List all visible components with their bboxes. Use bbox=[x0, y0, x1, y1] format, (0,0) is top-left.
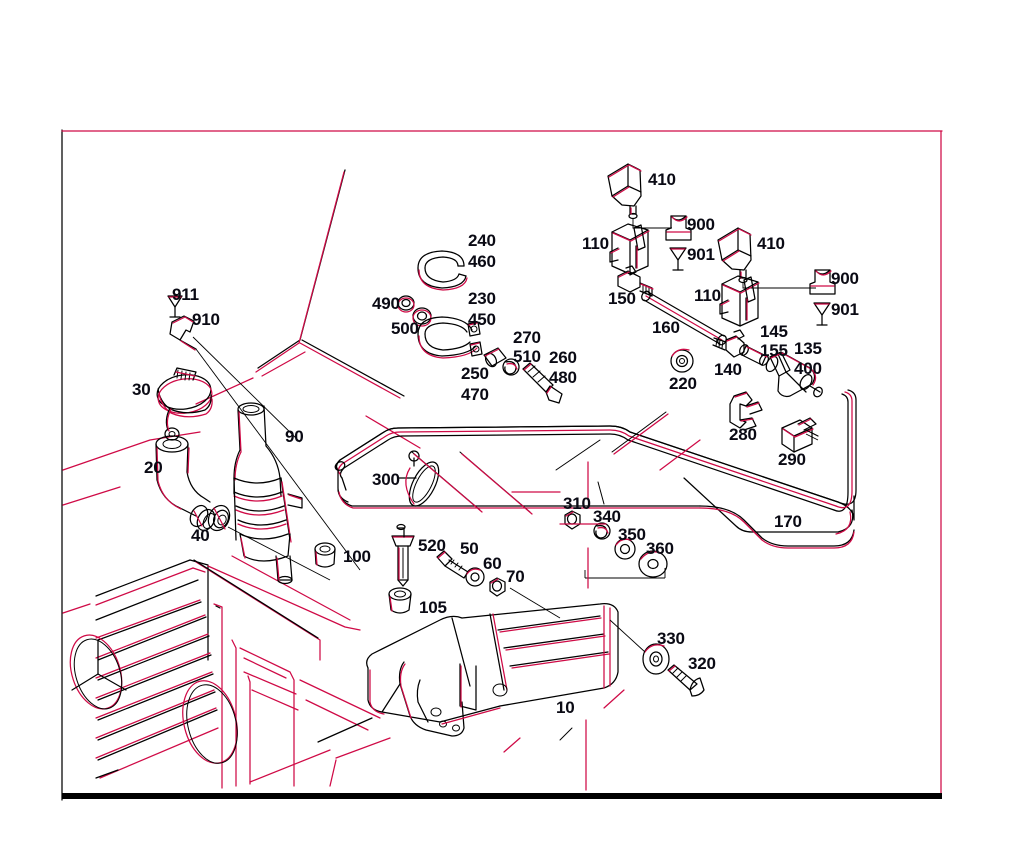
part-250-470-spacer-sleeve bbox=[483, 347, 507, 368]
part-150-t-connector bbox=[617, 265, 654, 297]
callout-label-500: 500 bbox=[391, 319, 419, 338]
callout-label-330: 330 bbox=[657, 629, 685, 648]
part-320-screw bbox=[667, 664, 705, 697]
part-340-lock-washer bbox=[593, 522, 611, 540]
part-300-gasket-loop bbox=[397, 450, 440, 507]
body-panel-creases bbox=[411, 411, 701, 753]
callout-label-105: 105 bbox=[419, 598, 447, 617]
callout-label-150: 150 bbox=[608, 289, 636, 308]
callout-label-450: 450 bbox=[468, 310, 496, 329]
part-410-spray-nozzle-b bbox=[717, 227, 752, 284]
part-240-460-hose-clamp bbox=[417, 250, 468, 291]
callout-label-520: 520 bbox=[418, 536, 446, 555]
callout-label-20: 20 bbox=[144, 458, 163, 477]
part-900-grommet-cap-a bbox=[665, 215, 692, 241]
callout-label-90: 90 bbox=[285, 427, 304, 446]
callout-label-900-b: 900 bbox=[831, 269, 859, 288]
part-280-bracket-clip bbox=[729, 391, 763, 431]
callout-label-110-a: 110 bbox=[582, 234, 609, 253]
callout-label-230: 230 bbox=[468, 289, 496, 308]
part-360-large-washer bbox=[638, 550, 668, 578]
vehicle-body-outline bbox=[62, 169, 421, 789]
callout-label-350: 350 bbox=[618, 525, 646, 544]
part-410-spray-nozzle-a bbox=[607, 163, 642, 220]
callout-label-340: 340 bbox=[593, 507, 621, 526]
callout-label-60: 60 bbox=[483, 554, 502, 573]
part-110-connector-block-a bbox=[609, 223, 650, 275]
part-900-grommet-cap-b bbox=[809, 269, 836, 295]
callout-label-160: 160 bbox=[652, 318, 680, 337]
part-350-washer bbox=[614, 538, 636, 560]
part-230-450-hose-clamp bbox=[417, 316, 483, 359]
callout-label-70: 70 bbox=[506, 567, 525, 586]
part-170-long-hose bbox=[334, 389, 857, 535]
callout-label-901-a: 901 bbox=[687, 245, 715, 264]
callout-label-901-b: 901 bbox=[831, 300, 859, 319]
part-145-155-sleeve bbox=[739, 344, 769, 366]
callout-label-410-a: 410 bbox=[648, 170, 676, 189]
callout-label-360: 360 bbox=[646, 539, 674, 558]
callout-label-900-a: 900 bbox=[687, 215, 715, 234]
callout-label-300: 300 bbox=[372, 470, 400, 489]
part-110-connector-block-b bbox=[719, 275, 760, 327]
callout-label-290: 290 bbox=[778, 450, 806, 469]
part-910-connector bbox=[169, 315, 197, 351]
part-911-valve bbox=[167, 295, 183, 318]
callout-label-460: 460 bbox=[468, 252, 496, 271]
part-330-washer-grommet bbox=[642, 643, 670, 675]
part-30-filler-cap bbox=[156, 367, 213, 441]
callout-label-170: 170 bbox=[774, 512, 802, 531]
part-490-washer bbox=[397, 295, 415, 313]
callout-label-400: 400 bbox=[794, 359, 822, 378]
callout-label-270: 270 bbox=[513, 328, 541, 347]
callout-label-40: 40 bbox=[191, 526, 210, 545]
callout-label-50: 50 bbox=[460, 539, 479, 558]
callout-label-490: 490 bbox=[372, 294, 400, 313]
part-520-mounting-bolt bbox=[391, 523, 415, 587]
part-70-nut bbox=[489, 577, 506, 597]
callout-label-910: 910 bbox=[192, 310, 220, 329]
callout-label-480: 480 bbox=[549, 368, 577, 387]
part-160-hose-pipe bbox=[641, 290, 727, 346]
part-100-grommet bbox=[314, 542, 336, 568]
callout-label-220: 220 bbox=[669, 374, 697, 393]
callout-label-410-b: 410 bbox=[757, 234, 785, 253]
callout-label-310: 310 bbox=[563, 494, 591, 513]
callout-label-110-b: 110 bbox=[694, 286, 721, 305]
callout-label-911: 911 bbox=[172, 285, 199, 304]
callout-label-260: 260 bbox=[549, 348, 577, 367]
diagram-frame bbox=[61, 129, 943, 801]
callout-label-10: 10 bbox=[556, 698, 575, 717]
part-10-washer-reservoir bbox=[366, 603, 619, 737]
callout-label-145: 145 bbox=[760, 322, 788, 341]
callout-label-100: 100 bbox=[343, 547, 371, 566]
callout-label-280: 280 bbox=[729, 425, 757, 444]
callout-label-320: 320 bbox=[688, 654, 716, 673]
callout-label-250: 250 bbox=[461, 364, 489, 383]
callout-label-155: 155 bbox=[760, 341, 788, 360]
part-220-grommet bbox=[670, 348, 694, 373]
callout-label-470: 470 bbox=[461, 385, 489, 404]
part-901-valve-b bbox=[813, 302, 831, 326]
callout-label-30: 30 bbox=[132, 380, 151, 399]
part-135-400-pump-filter bbox=[765, 351, 823, 398]
part-105-grommet bbox=[388, 587, 412, 614]
part-90-washer-pump bbox=[233, 402, 303, 585]
callout-label-135: 135 bbox=[794, 339, 822, 358]
part-310-hex-nut bbox=[564, 510, 581, 530]
part-270-510-lock-washer bbox=[502, 358, 520, 376]
part-60-washer bbox=[465, 567, 485, 587]
callout-label-140: 140 bbox=[714, 360, 742, 379]
part-260-480-hex-bolt bbox=[522, 362, 563, 404]
part-20-filler-neck bbox=[155, 435, 216, 532]
part-40-seal-ring bbox=[207, 504, 231, 532]
part-901-valve-a bbox=[669, 247, 687, 271]
part-50-bolt bbox=[436, 550, 469, 579]
callout-label-240: 240 bbox=[468, 231, 496, 250]
callout-label-510: 510 bbox=[513, 347, 541, 366]
part-290-retainer-clip bbox=[781, 417, 819, 453]
